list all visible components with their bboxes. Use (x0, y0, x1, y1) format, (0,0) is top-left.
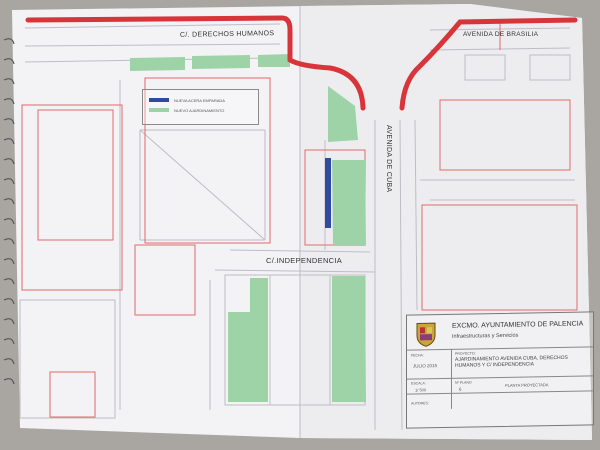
legend-label: NUEVA ACERA EMPARADA (174, 97, 225, 103)
legend-swatch-blue (149, 98, 169, 102)
street-label-brasilia: AVENIDA DE BRASILIA (463, 31, 539, 38)
green-areas (130, 54, 366, 402)
scale-value: 1/ 500 (415, 387, 427, 393)
title-block: EXCMO. AYUNTAMIENTO DE PALENCIA Infraest… (406, 311, 594, 429)
project-title: AJARDINAMIENTO AVENIDA CUBA, DERECHOS HU… (455, 354, 568, 369)
red-curbs (25, 15, 578, 111)
spiral-binding (3, 38, 15, 385)
street-lines (19, 23, 575, 431)
plan-number-value: 6 (459, 386, 462, 392)
city-crest-icon (416, 322, 436, 347)
date-value: JULIO 2015 (413, 363, 438, 369)
plan-number-label: Nº PLANO (455, 380, 472, 385)
building-outlines (21, 20, 578, 418)
scale-label: ESCALA: (411, 381, 426, 386)
street-label-cuba: AVENIDA DE CUBA (385, 125, 392, 193)
legend-label: NUEVO AJARDINAMIENTO (174, 107, 225, 113)
map-legend: NUEVA ACERA EMPARADA NUEVO AJARDINAMIENT… (142, 89, 259, 125)
legend-swatch-green (149, 108, 169, 112)
project-label: PROYECTO: (455, 351, 476, 356)
new-sidewalk (325, 158, 331, 228)
date-label: FECHA: (411, 353, 424, 358)
plan-name: PLANTA PROYECTADA (505, 382, 549, 388)
street-label-independencia: C/.INDEPENDENCIA (266, 256, 343, 265)
organization-name: EXCMO. AYUNTAMIENTO DE PALENCIA (452, 320, 584, 330)
authors-label: AUTORES: (411, 401, 429, 406)
legend-item-garden: NUEVO AJARDINAMIENTO (149, 106, 224, 114)
department-name: Infraestructuras y Servicios (452, 332, 519, 340)
legend-item-sidewalk: NUEVA ACERA EMPARADA (149, 96, 225, 104)
